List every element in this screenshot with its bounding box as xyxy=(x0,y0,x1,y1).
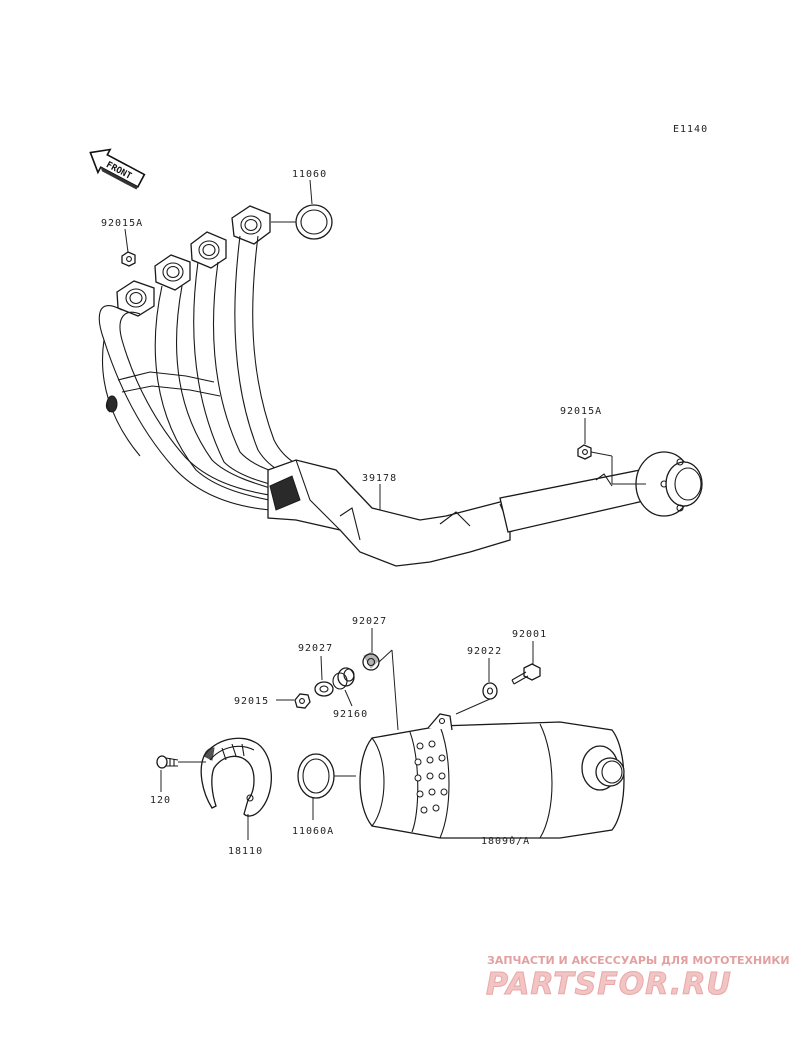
label-18090A: 18090/A xyxy=(481,836,530,847)
label-39178: 39178 xyxy=(362,473,397,484)
nut-92015a-right xyxy=(577,444,592,460)
screw-120 xyxy=(156,755,179,769)
bolt-92001 xyxy=(511,663,541,685)
gasket-11060a xyxy=(297,753,335,799)
label-18110: 18110 xyxy=(228,846,263,857)
label-92015: 92015 xyxy=(234,696,269,707)
washer-92022 xyxy=(482,682,498,700)
diagram-code: E1140 xyxy=(673,124,708,135)
label-11060A: 11060A xyxy=(292,826,334,837)
nut-92015a-left xyxy=(121,251,136,267)
label-92160: 92160 xyxy=(333,709,368,720)
label-92001: 92001 xyxy=(512,629,547,640)
gasket-top xyxy=(295,204,333,240)
watermark-logo: PARTSFOR.RU xyxy=(486,967,732,1002)
muffler-18090a xyxy=(359,713,625,839)
front-arrow-icon: FRONT xyxy=(89,148,146,190)
label-92015A-right: 92015A xyxy=(560,406,602,417)
exhaust-pipe-assembly xyxy=(98,205,703,567)
label-92027-left: 92027 xyxy=(298,643,333,654)
label-92015A-left: 92015A xyxy=(101,218,143,229)
nut-92015 xyxy=(294,693,311,709)
cover-18110 xyxy=(200,737,273,817)
grommet-92160 xyxy=(332,667,355,690)
label-92022: 92022 xyxy=(467,646,502,657)
watermark-tagline: ЗАПЧАСТИ И АКСЕССУАРЫ ДЛЯ МОТОТЕХНИКИ xyxy=(487,954,790,967)
collar-92027-right xyxy=(362,651,380,671)
label-92027-top: 92027 xyxy=(352,616,387,627)
collar-92027-left xyxy=(314,681,334,697)
label-11060: 11060 xyxy=(292,169,327,180)
label-120: 120 xyxy=(150,795,171,806)
